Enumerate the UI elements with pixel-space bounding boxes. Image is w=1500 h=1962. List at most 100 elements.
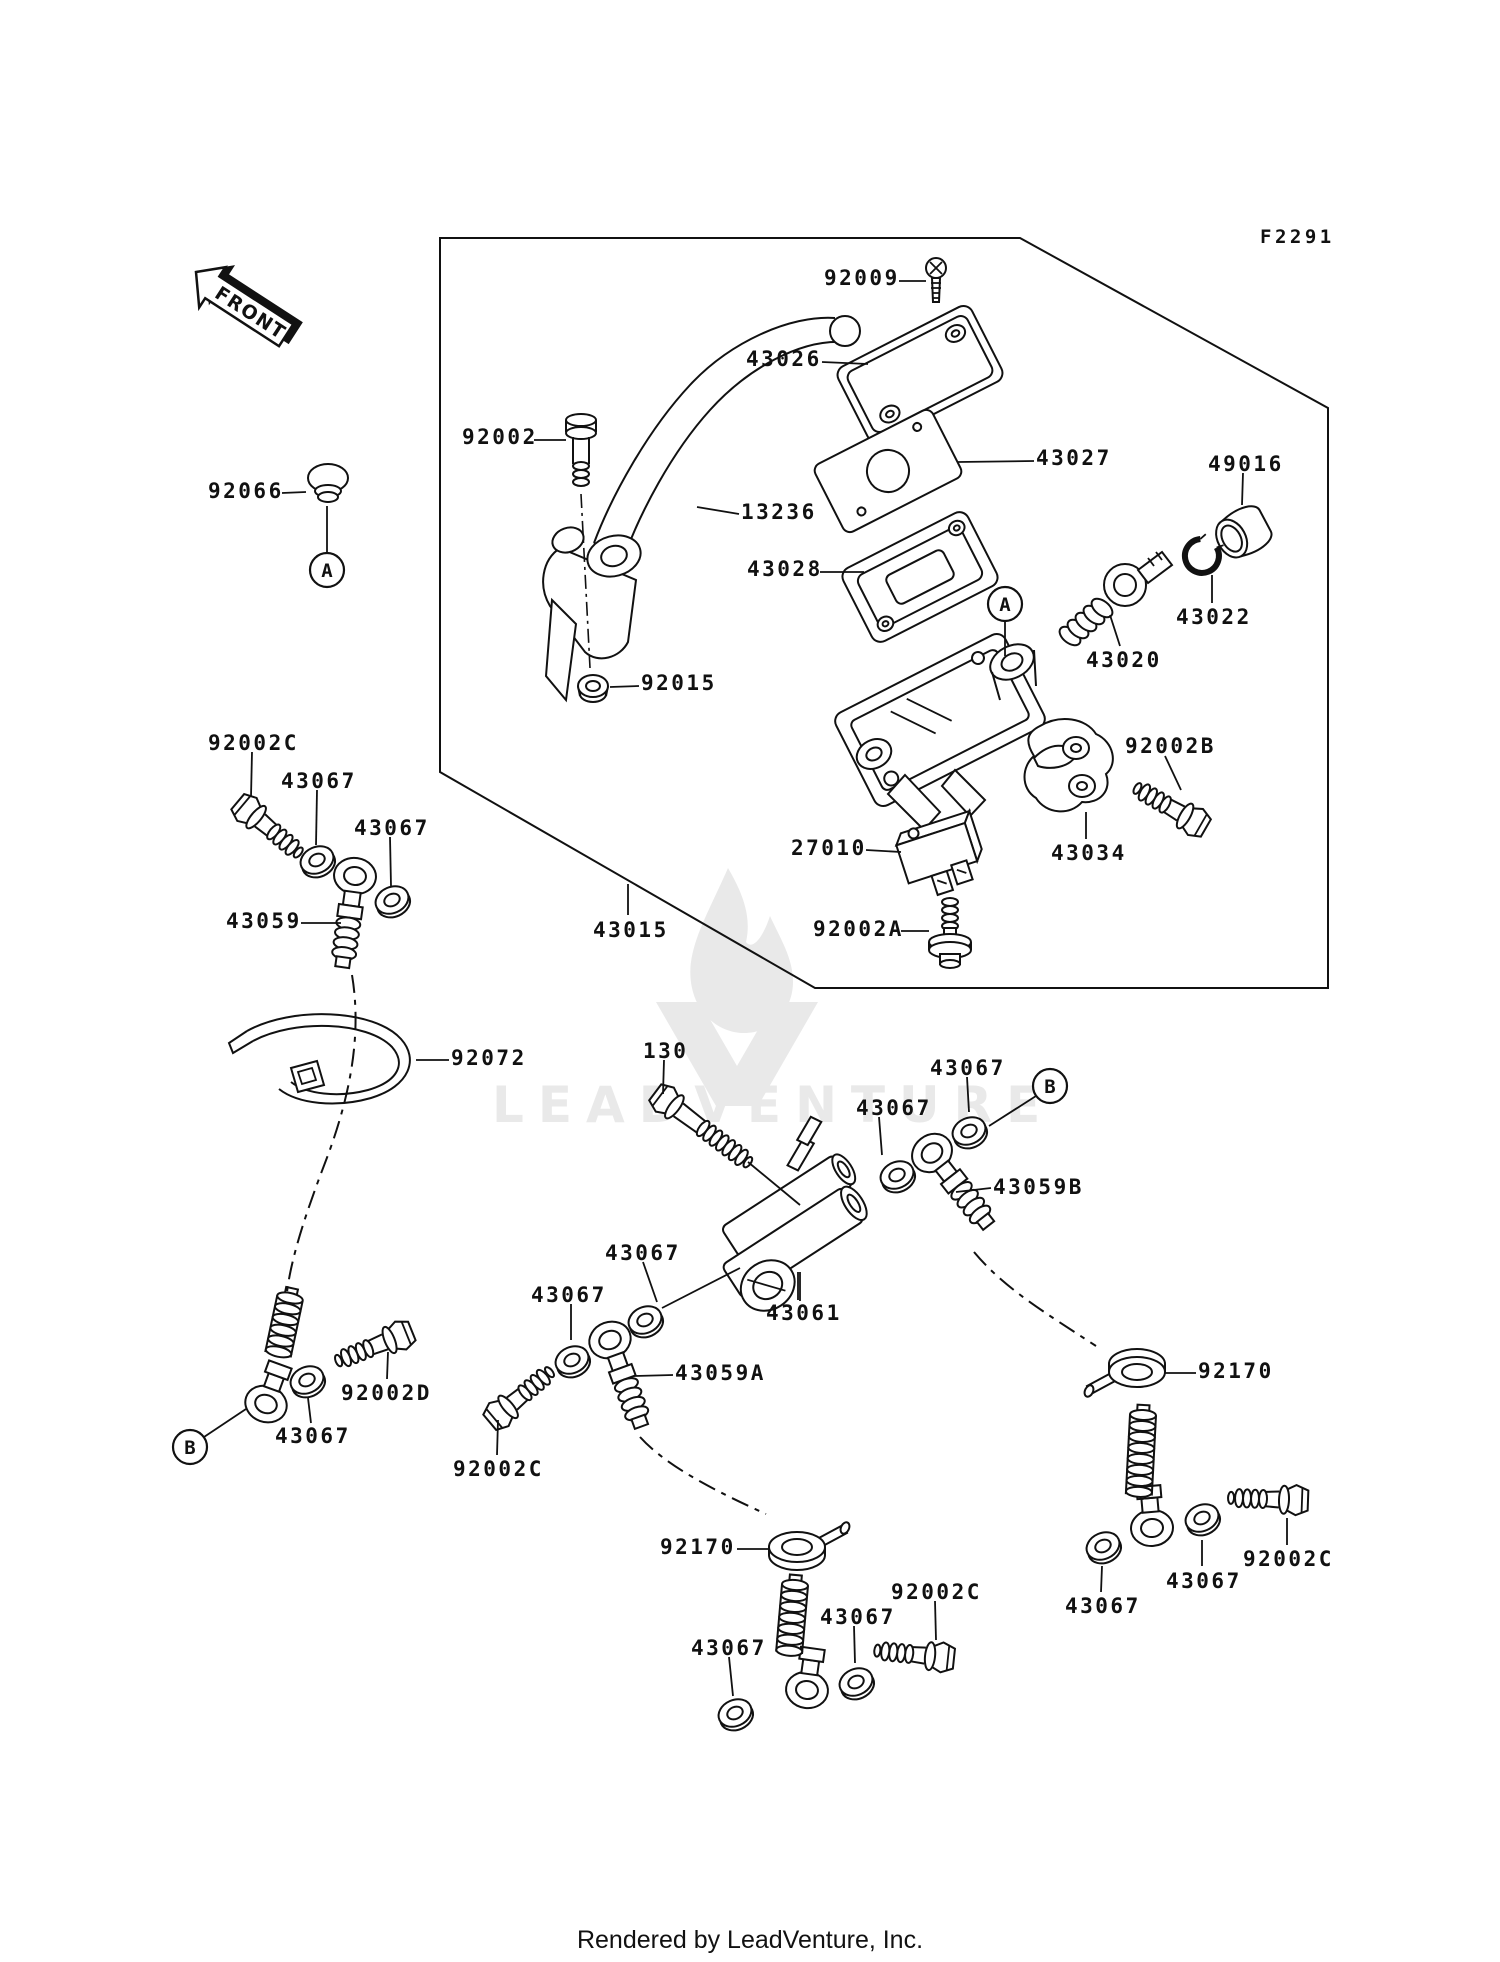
92002C-drawing	[1227, 1484, 1310, 1517]
reference-balloon	[1031, 1067, 1069, 1105]
part-label-43027: 43027	[1036, 446, 1112, 470]
92170-drawing	[1083, 1348, 1166, 1398]
leader-line	[496, 1419, 499, 1456]
diaphragm-drawing	[841, 511, 999, 643]
pivot-bolt-drawing	[565, 413, 597, 487]
43067-drawing	[554, 1345, 592, 1379]
49016-drawing	[1215, 505, 1273, 559]
part-label-43067: 43067	[354, 816, 430, 840]
flame-logo-icon	[690, 868, 793, 1034]
leader-line	[988, 1095, 1037, 1127]
part-label-43067: 43067	[1166, 1569, 1242, 1593]
part-label-43067: 43067	[691, 1636, 767, 1660]
43067-drawing	[1184, 1503, 1222, 1537]
hose-sleeve-drawing	[1124, 1403, 1157, 1498]
part-label-92002C: 92002C	[1243, 1547, 1334, 1571]
leader-line	[1100, 1565, 1103, 1593]
part-label-43061: 43061	[766, 1301, 842, 1325]
leader-line	[853, 1625, 856, 1664]
part-label-43067: 43067	[1065, 1594, 1141, 1618]
part-label-92072: 92072	[451, 1046, 527, 1070]
leader-line	[315, 789, 318, 846]
piston-spring-drawing	[1058, 550, 1174, 647]
hose-route-path	[639, 1436, 767, 1515]
43067-drawing	[289, 1365, 327, 1399]
92002C-drawing	[482, 1366, 555, 1432]
reference-balloon	[308, 551, 346, 589]
leader-line	[957, 460, 1035, 463]
part-label-43059A: 43059A	[675, 1361, 766, 1385]
92015-drawing	[577, 674, 609, 703]
43067-drawing	[838, 1667, 876, 1701]
part-label-92002D: 92002D	[341, 1381, 432, 1405]
reference-balloon	[171, 1428, 209, 1466]
leader-line	[966, 1076, 970, 1113]
hose-sleeve-drawing	[264, 1285, 304, 1359]
part-label-43067: 43067	[275, 1424, 351, 1448]
43059B-drawing	[911, 1132, 996, 1232]
figure-code: F2291	[1260, 226, 1335, 248]
leader-line	[955, 1187, 992, 1193]
92002C-drawing	[230, 792, 304, 859]
hose-end-drawing	[785, 1645, 829, 1710]
43067-drawing	[627, 1305, 665, 1339]
part-label-92002C: 92002C	[208, 731, 299, 755]
connector-line	[747, 1161, 801, 1206]
lever-holder-drawing	[542, 526, 642, 703]
connector-line	[661, 1267, 741, 1309]
chevron-logo-icon	[656, 1002, 818, 1106]
part-label-27010: 27010	[791, 836, 867, 860]
part-label-49016: 49016	[1208, 452, 1284, 476]
handlebar-clamp-drawing	[1023, 718, 1114, 813]
43059-drawing	[331, 856, 377, 970]
part-label-92066: 92066	[208, 479, 284, 503]
balloon-letter: A	[999, 594, 1011, 616]
130-drawing	[648, 1083, 754, 1169]
diaphragm-plate-drawing	[813, 408, 963, 534]
92002A-drawing	[928, 897, 972, 969]
part-label-13236: 13236	[741, 500, 817, 524]
part-label-43020: 43020	[1086, 648, 1162, 672]
credit-line: Rendered by LeadVenture, Inc.	[576, 1926, 924, 1954]
part-label-130: 130	[643, 1039, 689, 1063]
part-label-92170: 92170	[660, 1535, 736, 1559]
leader-line	[609, 685, 640, 688]
43059A-drawing	[588, 1320, 650, 1431]
leader-line	[386, 1351, 389, 1380]
part-label-43067: 43067	[930, 1056, 1006, 1080]
hose-end-drawing	[244, 1359, 293, 1424]
leader-line	[281, 491, 307, 494]
cable-tie-drawing	[227, 1013, 411, 1105]
leader-line	[1241, 472, 1244, 506]
hose-sleeve-drawing	[775, 1573, 809, 1657]
center-axis-line	[580, 493, 591, 669]
brake-switch-drawing	[894, 808, 983, 897]
leader-line	[307, 1397, 312, 1424]
92066-drawing	[307, 463, 349, 503]
part-label-43026: 43026	[746, 347, 822, 371]
43067-drawing	[951, 1116, 989, 1150]
balloon-letter: A	[321, 560, 333, 582]
hose-route-path	[286, 974, 357, 1293]
43067-drawing	[1085, 1531, 1123, 1565]
leader-line	[1164, 755, 1182, 791]
leader-line	[865, 849, 902, 853]
leader-line	[203, 1408, 247, 1438]
leader-line	[728, 1656, 734, 1697]
part-label-43059: 43059	[226, 909, 302, 933]
43067-drawing	[299, 845, 337, 879]
92002B-drawing	[1132, 782, 1213, 838]
leader-line	[642, 1261, 658, 1303]
43067-drawing	[374, 885, 412, 919]
part-label-92002C: 92002C	[891, 1580, 982, 1604]
leader-line	[1109, 614, 1121, 647]
hose-junction-drawing	[722, 1115, 868, 1312]
43067-drawing	[717, 1698, 755, 1732]
43067-drawing	[879, 1160, 917, 1194]
leader-line	[662, 1059, 665, 1095]
part-label-43015: 43015	[593, 918, 669, 942]
part-label-43067: 43067	[820, 1605, 896, 1629]
reference-balloon	[986, 585, 1024, 623]
leader-line	[696, 506, 740, 515]
